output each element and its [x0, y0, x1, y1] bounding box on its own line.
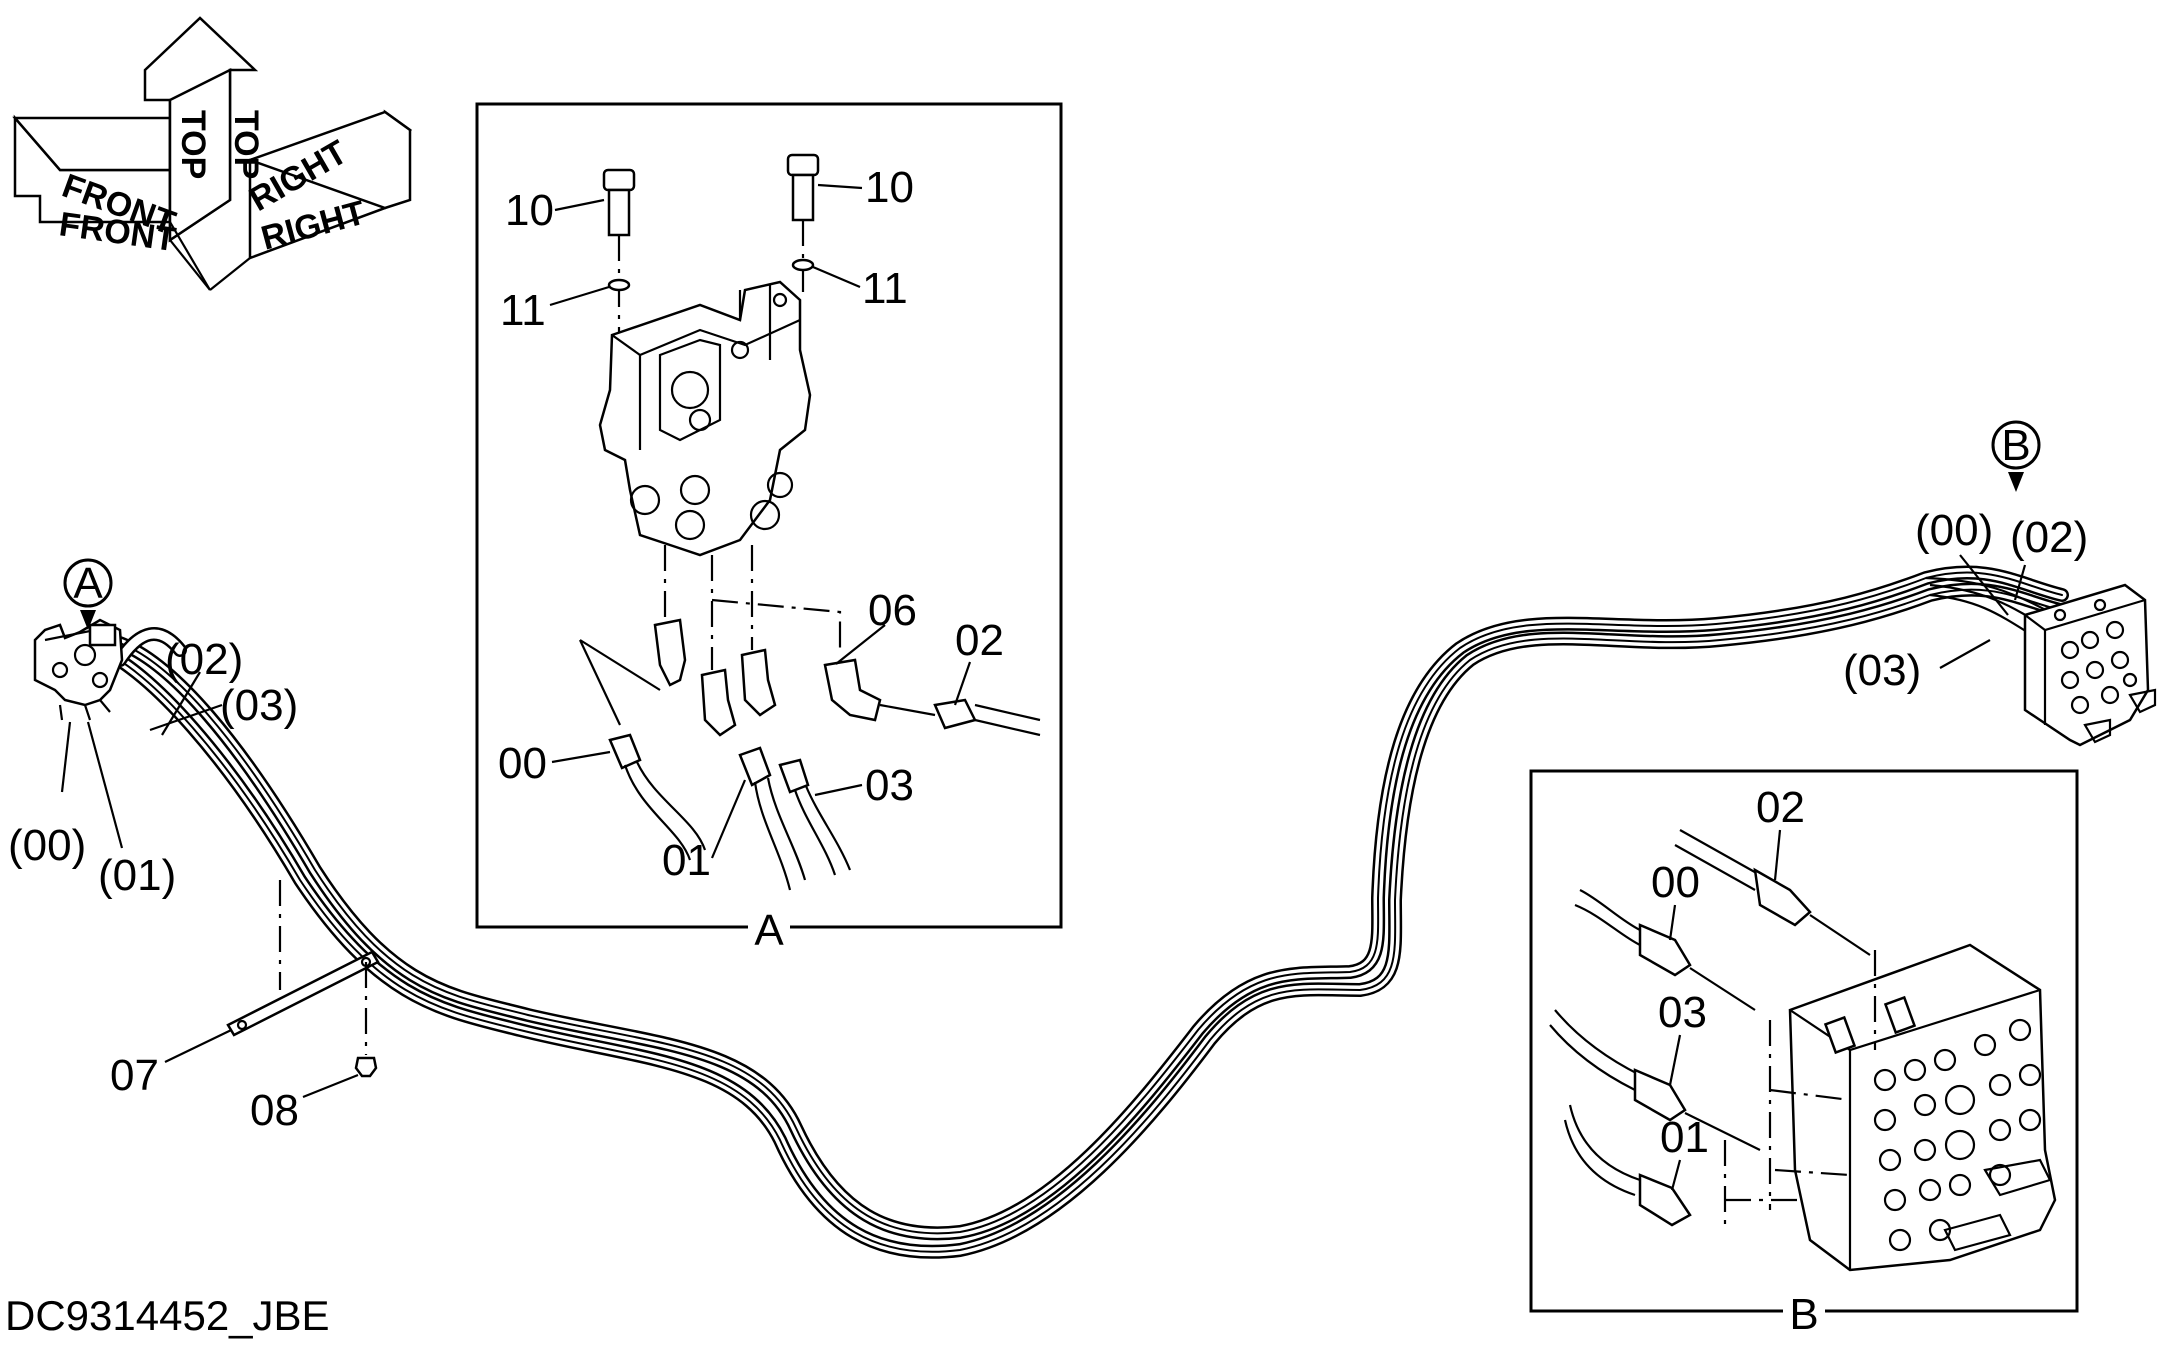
- callout-03-a: 03: [865, 761, 914, 810]
- callout-10-left: 10: [505, 186, 554, 235]
- callout-07: 07: [110, 1051, 159, 1100]
- marker-a-label: A: [73, 559, 103, 608]
- marker-b: B: [1991, 420, 2041, 492]
- bolt-10-left-icon: [602, 168, 636, 350]
- fitting-elbow-01-icon: [700, 668, 737, 737]
- detail-b-caption: B: [1789, 1290, 1818, 1339]
- hose-end-00-icon: [608, 733, 642, 770]
- callout-03-b: 03: [1658, 988, 1707, 1037]
- callout-10-right: 10: [865, 163, 914, 212]
- top-label: TOP: [174, 110, 212, 179]
- marker-b-label: B: [2001, 421, 2030, 470]
- detail-b-valve: [1723, 943, 2057, 1272]
- hose-bundle: [93, 565, 2069, 1259]
- hose-end-00-b-icon: [1638, 923, 1692, 977]
- marker-b-arrow-icon: [2008, 472, 2024, 492]
- bolt-10-right-icon: [786, 153, 820, 300]
- marker-a-arrow-icon: [80, 610, 96, 630]
- callouts-left: (02) (03) (00) (01) 07 08: [8, 635, 359, 1135]
- bolt-08-icon: [354, 1056, 378, 1078]
- callout-02-a: 02: [955, 616, 1004, 665]
- callout-01-a: 01: [662, 836, 711, 885]
- detail-a-caption: A: [754, 906, 784, 955]
- hose-end-02-b-icon: [1753, 867, 1812, 927]
- detail-a-panel: A: [475, 102, 1063, 955]
- callouts-right: (00) (02) (03): [1843, 506, 2088, 695]
- callout-03-right: (03): [1843, 646, 1921, 695]
- callout-00-a: 00: [498, 739, 547, 788]
- callout-01: (01): [98, 851, 176, 900]
- callout-06: 06: [868, 586, 917, 635]
- hose-end-03-b-icon: [1633, 1068, 1687, 1122]
- hose-end-01-b-icon: [1638, 1173, 1692, 1227]
- drawing-code: DC9314452_JBE: [5, 1292, 330, 1339]
- callout-00: (00): [8, 821, 86, 870]
- top-arrow-side-face: [168, 67, 232, 243]
- top-label-side: TOP: [227, 110, 265, 179]
- washer-11-right-icon: [791, 258, 815, 272]
- fitting-06-icon: [823, 658, 882, 722]
- marker-a: A: [63, 558, 113, 630]
- detail-b-panel: B: [1529, 769, 2079, 1339]
- clamp-plate: [226, 880, 380, 1078]
- callout-00-right: (00): [1915, 506, 1993, 555]
- washer-11-left-icon: [607, 278, 631, 292]
- orientation-arrows: FRONT FRONT TOP TOP RIGHT RIGHT: [12, 16, 413, 291]
- fitting-straight-icon: [653, 618, 687, 687]
- callout-02-b: 02: [1756, 783, 1805, 832]
- axis-line: [169, 221, 211, 291]
- detail-a-valve: [598, 280, 842, 670]
- callout-01-b: 01: [1660, 1113, 1709, 1162]
- hose-end-03-icon: [778, 758, 810, 794]
- control-valve-b: [2023, 583, 2157, 747]
- axis-line: [169, 239, 211, 291]
- fitting-elbow-03-icon: [740, 648, 777, 717]
- hose-end-01-icon: [738, 746, 772, 787]
- callout-03: (03): [220, 681, 298, 730]
- callout-11-left: 11: [500, 286, 546, 335]
- callout-00-b: 00: [1651, 858, 1700, 907]
- right-arrow-top-face: [246, 110, 412, 210]
- callout-02: (02): [165, 635, 243, 684]
- callout-02-right: (02): [2010, 513, 2088, 562]
- detail-b-hoses: [1549, 829, 1871, 1227]
- callout-11-right: 11: [862, 264, 908, 313]
- axis-line: [209, 257, 251, 291]
- pilot-valve-a: [33, 618, 124, 721]
- callout-08: 08: [250, 1086, 299, 1135]
